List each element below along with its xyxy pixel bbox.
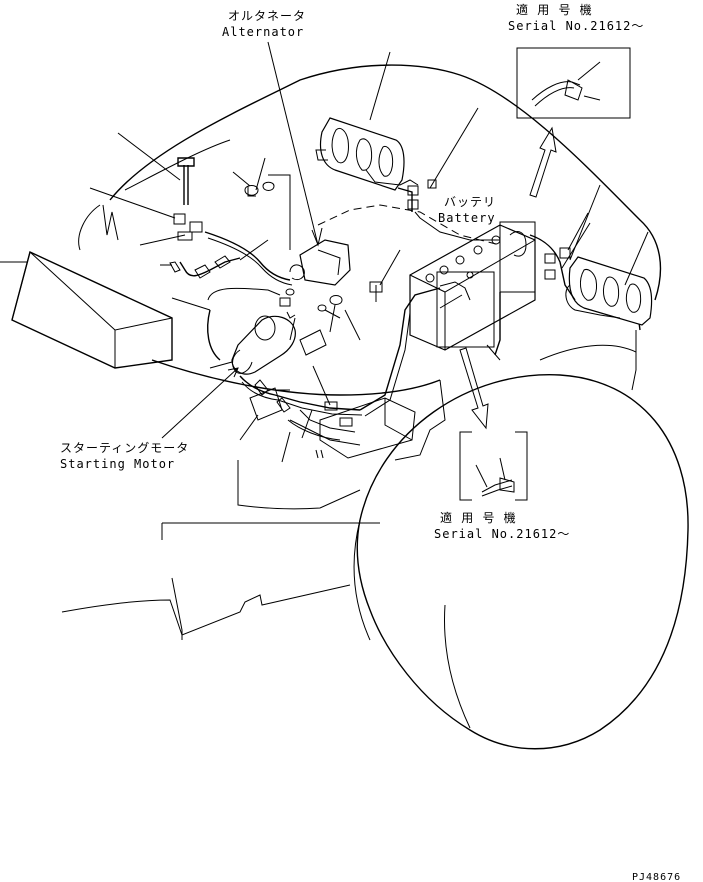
alternator-label-en: Alternator [222, 25, 304, 39]
starting-motor-label-en: Starting Motor [60, 457, 175, 471]
left-panel-box [11, 251, 173, 369]
alternator-callout-arrow [267, 41, 323, 247]
drawing-number: PJ48676 [632, 872, 681, 882]
text-labels: オルタネータ Alternator バッテリ Battery スターティングモー… [60, 2, 681, 882]
serial-top-label-jp: 適 用 号 機 [516, 2, 593, 17]
headlamp-top [315, 117, 419, 191]
leader-lines [89, 51, 649, 463]
detail-arrow-down [459, 347, 489, 430]
starting-motor [209, 315, 296, 375]
serial-bottom-label-jp: 適 用 号 機 [440, 510, 517, 525]
battery-label-jp: バッテリ [444, 195, 496, 209]
battery [409, 221, 536, 351]
serial-top-label-en: Serial No.21612～ [508, 19, 644, 33]
detail-arrow-up [529, 126, 557, 198]
hardware-bolts-nuts [177, 157, 383, 319]
headlamp-right [565, 256, 653, 326]
alternator [289, 239, 351, 286]
starting-motor-callout [161, 367, 239, 439]
detail-box-top [516, 47, 631, 119]
machine-body-outline [0, 64, 662, 640]
serial-bottom-label-en: Serial No.21612～ [434, 527, 570, 541]
rear-tire [353, 374, 689, 750]
brackets [249, 329, 416, 459]
wiring-harness [179, 187, 576, 446]
starting-motor-label-jp: スターティングモータ [60, 441, 189, 455]
connectors [169, 179, 571, 427]
detail-box-bottom [459, 431, 528, 501]
battery-label-en: Battery [438, 211, 496, 225]
alternator-label-jp: オルタネータ [228, 9, 306, 23]
